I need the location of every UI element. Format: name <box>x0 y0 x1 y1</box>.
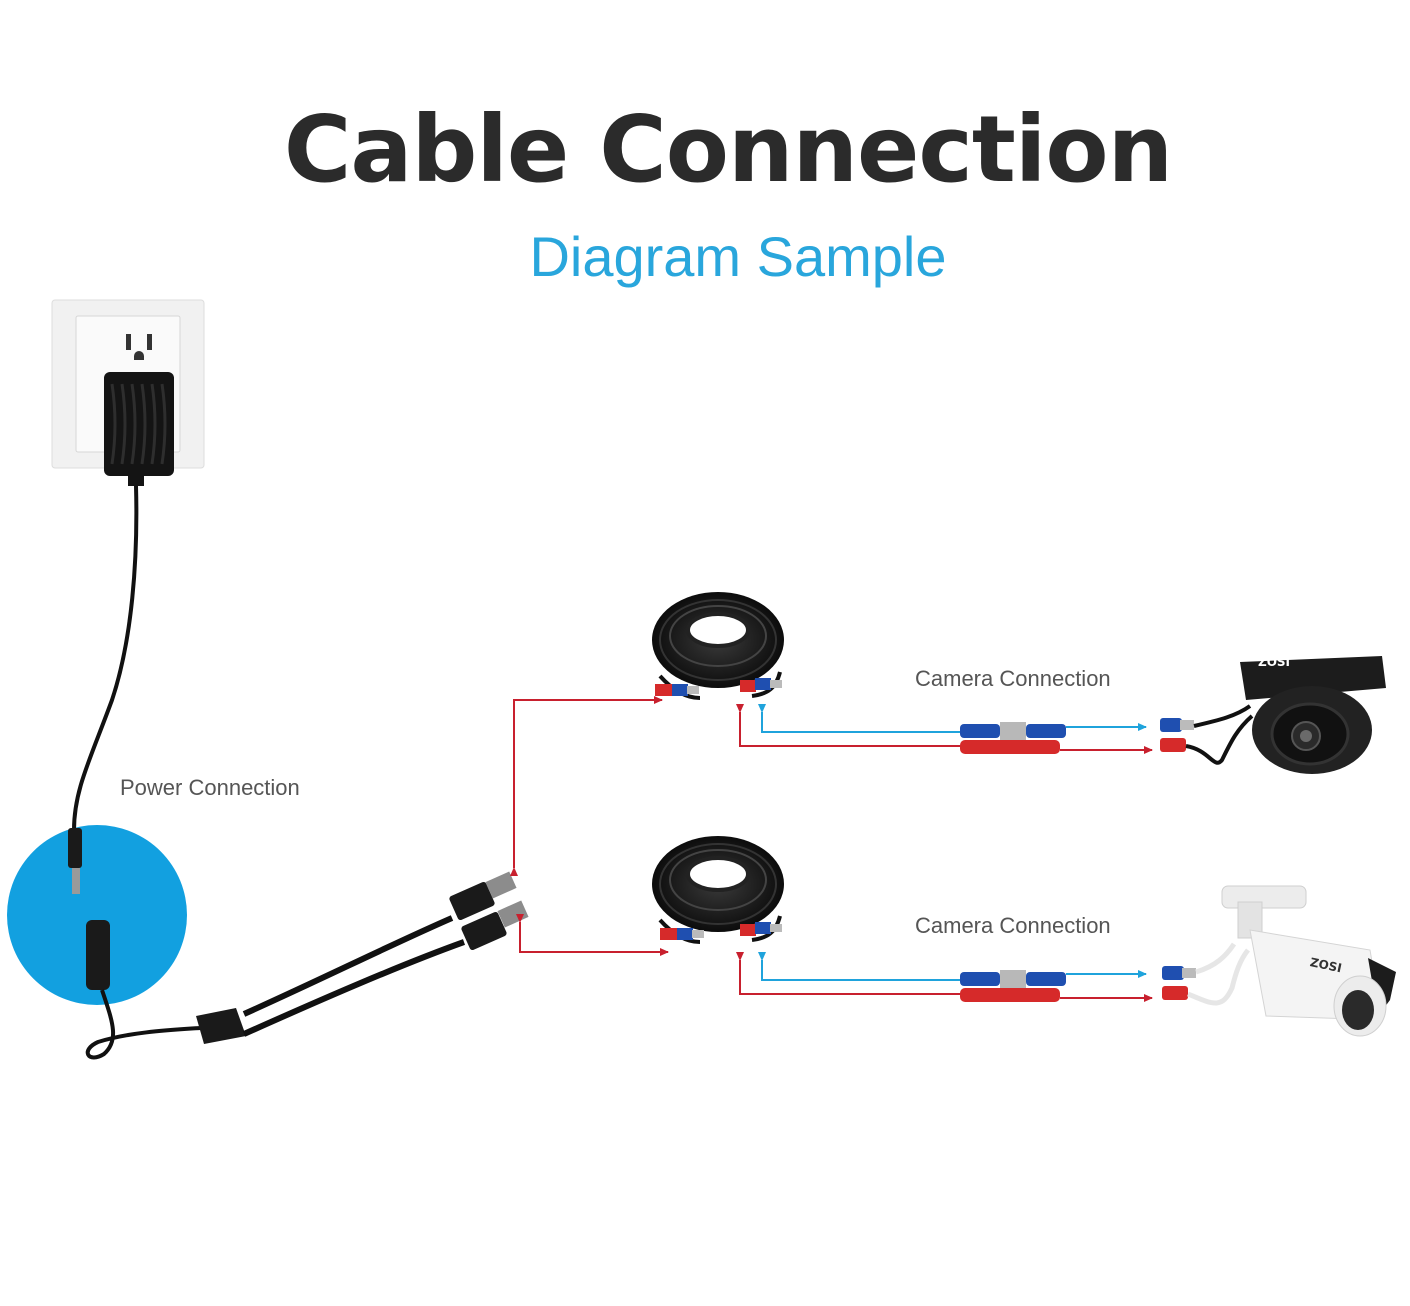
video-arrow-top-left <box>758 704 960 733</box>
video-arrow-bottom-left <box>758 952 960 981</box>
bullet-camera-brand: ZOSI <box>1309 955 1343 975</box>
dome-camera-icon <box>1160 656 1386 774</box>
camera-connection-label-top: Camera Connection <box>915 666 1111 691</box>
page-subtitle: Diagram Sample <box>529 225 947 288</box>
dome-camera-brand: ZOSI <box>1258 655 1290 669</box>
camera-connection-label-bottom: Camera Connection <box>915 913 1111 938</box>
bnc-connector-pair-top <box>960 722 1066 754</box>
splitter-cable-icon <box>196 871 529 1044</box>
adapter-cable <box>72 485 139 831</box>
page-title: Cable Connection <box>283 96 1173 203</box>
power-adapter-icon <box>104 372 174 486</box>
power-arrow-bottom <box>516 914 669 956</box>
power-arrow-bottom-left <box>736 952 960 995</box>
splitter-input-cable <box>85 989 201 1060</box>
power-arrow-top <box>510 696 663 876</box>
bnc-cable-coil-icon <box>652 592 784 700</box>
bullet-camera-icon <box>1162 885 1396 1037</box>
bnc-cable-coil-icon <box>652 836 784 944</box>
bnc-connector-pair-bottom <box>960 970 1066 1002</box>
barrel-connector-icon <box>68 828 110 990</box>
power-arrow-top-left <box>736 704 960 747</box>
power-connection-label: Power Connection <box>120 775 300 800</box>
power-connector-highlight <box>7 825 187 1005</box>
